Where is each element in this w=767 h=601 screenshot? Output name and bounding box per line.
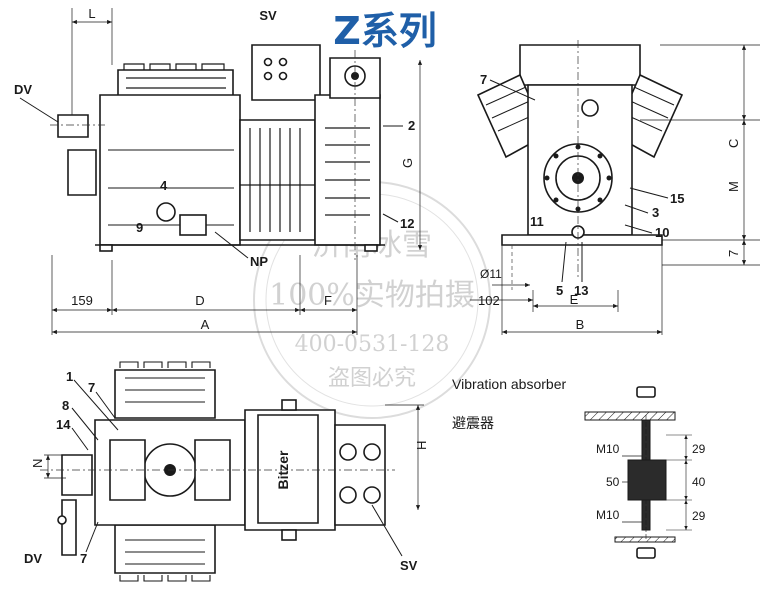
absorber-title-en: Vibration absorber bbox=[452, 376, 566, 392]
label-7-top: 7 bbox=[88, 380, 95, 395]
label-N: N bbox=[30, 459, 45, 468]
label-3: 3 bbox=[652, 205, 659, 220]
label-10: 10 bbox=[655, 225, 669, 240]
label-7-top-b: 7 bbox=[80, 551, 87, 566]
label-14: 14 bbox=[56, 417, 71, 432]
label-15: 15 bbox=[670, 191, 684, 206]
absorber-bolt-bottom: M10 bbox=[596, 508, 620, 522]
watermark: 济南冰雪 100%实物拍摄 400-0531-128 盗图必究 bbox=[253, 181, 491, 419]
dim-E: E bbox=[570, 292, 579, 307]
label-DV-top: DV bbox=[24, 551, 42, 566]
watermark-line-4: 盗图必究 bbox=[328, 366, 416, 391]
label-9: 9 bbox=[136, 220, 143, 235]
absorber-dim-mid: 40 bbox=[692, 475, 706, 489]
dim-hole: Ø11 bbox=[480, 267, 502, 281]
label-1: 1 bbox=[66, 369, 73, 384]
dim-102: 102 bbox=[478, 293, 500, 308]
label-SV-side: SV bbox=[259, 8, 277, 23]
dim-159: 159 bbox=[71, 293, 93, 308]
end-view: 7 15 11 3 10 5 13 C M 7 Ø11 102 E bbox=[470, 40, 760, 335]
vibration-absorber: Vibration absorber 避震器 M10 50 M10 29 40 … bbox=[452, 376, 706, 559]
absorber-title-cn: 避震器 bbox=[452, 415, 494, 431]
watermark-line-3: 400-0531-128 bbox=[295, 332, 450, 357]
label-L: L bbox=[88, 6, 95, 21]
absorber-dim-top: 29 bbox=[692, 442, 706, 456]
absorber-mid: 50 bbox=[606, 475, 620, 489]
label-4: 4 bbox=[160, 178, 168, 193]
label-DV-side: DV bbox=[14, 82, 32, 97]
label-NP: NP bbox=[250, 254, 268, 269]
absorber-bolt-top: M10 bbox=[596, 442, 620, 456]
dim-A: A bbox=[201, 317, 210, 332]
dim-M: M bbox=[726, 181, 741, 192]
dim-C: C bbox=[726, 139, 741, 148]
side-view: L SV DV bbox=[14, 6, 423, 335]
label-11: 11 bbox=[530, 214, 544, 229]
label-H: H bbox=[414, 441, 429, 450]
dim-7-end: 7 bbox=[726, 250, 741, 257]
dim-B: B bbox=[576, 317, 585, 332]
label-8: 8 bbox=[62, 398, 69, 413]
page-title: Z系列 bbox=[333, 9, 437, 53]
dim-D: D bbox=[195, 293, 204, 308]
label-12: 12 bbox=[400, 216, 414, 231]
absorber-dim-bottom: 29 bbox=[692, 509, 706, 523]
label-7-end: 7 bbox=[480, 72, 487, 87]
label-2: 2 bbox=[408, 118, 415, 133]
label-5: 5 bbox=[556, 283, 563, 298]
label-13: 13 bbox=[574, 283, 588, 298]
watermark-line-2: 100%实物拍摄 bbox=[269, 278, 475, 313]
label-SV-top: SV bbox=[400, 558, 418, 573]
dim-F: F bbox=[324, 293, 332, 308]
label-G: G bbox=[400, 158, 415, 168]
top-view: Bitzer 1 7 8 14 N DV 7 H SV bbox=[24, 361, 429, 582]
